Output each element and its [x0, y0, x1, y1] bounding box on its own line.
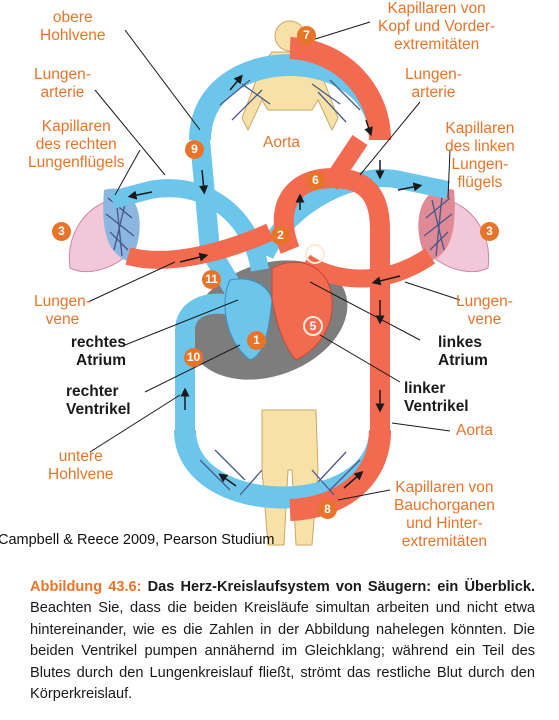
capillaries-abdomen-legs — [174, 429, 391, 521]
badge-11: 11 — [202, 270, 221, 289]
label-lungenarterie-left: Lungen-arterie — [34, 66, 91, 101]
badge-2: 2 — [271, 226, 290, 245]
badge-10: 10 — [184, 348, 203, 367]
label-lungenarterie-right: Lungen-arterie — [405, 66, 462, 101]
capillaries-right-lung — [103, 188, 140, 262]
badge-4: 4 — [305, 244, 325, 264]
caption-figure-number: Abbildung 43.6: — [30, 579, 142, 595]
lower-body-figure — [261, 409, 319, 546]
badge-3-left-lung: 3 — [480, 222, 499, 241]
heart-left-side — [271, 261, 333, 361]
leader-lines — [87, 21, 461, 501]
badge-5: 5 — [303, 316, 323, 336]
label-lungenvene-left: Lungen-vene — [34, 293, 91, 328]
label-aorta-bottom: Aorta — [456, 422, 494, 439]
caption-body: Beachten Sie, dass die beiden Kreisläufe… — [30, 600, 535, 703]
badge-7: 7 — [297, 26, 316, 45]
label-aorta-top: Aorta — [263, 134, 301, 151]
badge-6: 6 — [306, 171, 325, 190]
badge-8: 8 — [318, 500, 337, 519]
inferior-vena-cava — [175, 293, 232, 430]
badge-1: 1 — [247, 331, 266, 350]
source-credit: Campbell & Reece 2009, Pearson Studium — [0, 532, 275, 548]
label-lungenvene-right: Lungen-vene — [456, 293, 513, 328]
figure-caption: Abbildung 43.6: Das Herz-Kreislaufsystem… — [30, 577, 535, 705]
aorta-up — [322, 135, 368, 190]
caption-title: Das Herz-Kreislaufsystem von Säugern: ei… — [147, 579, 535, 595]
flow-arrows — [127, 74, 423, 489]
capillaries-head-arms — [189, 37, 391, 141]
circulation-diagram — [68, 20, 490, 546]
badge-3-right-lung: 3 — [52, 222, 71, 241]
badge-9: 9 — [185, 140, 204, 159]
capillaries-left-lung — [418, 188, 455, 262]
